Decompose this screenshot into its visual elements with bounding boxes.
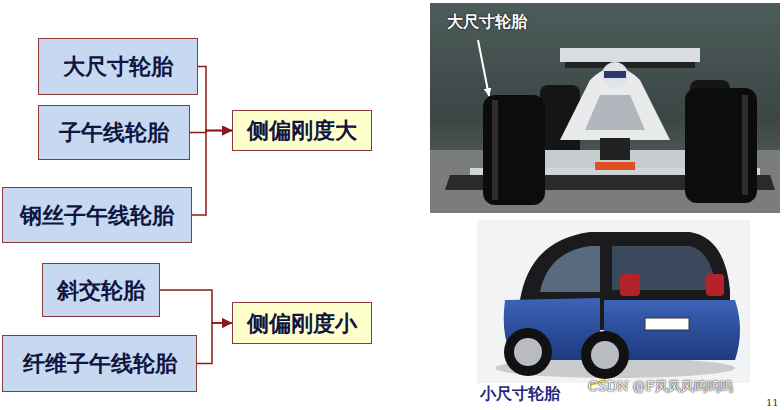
watermark: CSDN @F风风风呜呜呜 bbox=[588, 378, 733, 396]
page-number: 11 bbox=[766, 397, 779, 408]
box-text: 纤维子午线轮胎 bbox=[23, 350, 177, 376]
merge-connector bbox=[198, 67, 232, 131]
f1-car-photo bbox=[430, 3, 780, 213]
tire-type-box: 大尺寸轮胎 bbox=[38, 38, 198, 95]
photo-label: 大尺寸轮胎 bbox=[447, 12, 527, 33]
tire-type-box: 斜交轮胎 bbox=[42, 263, 160, 317]
box-text: 钢丝子午线轮胎 bbox=[20, 202, 174, 228]
tire-type-box: 纤维子午线轮胎 bbox=[2, 335, 197, 392]
box-text: 侧偏刚度小 bbox=[247, 310, 357, 336]
merge-connector bbox=[197, 323, 232, 364]
box-text: 侧偏刚度大 bbox=[247, 117, 357, 143]
result-box: 侧偏刚度小 bbox=[232, 302, 372, 344]
box-text: 子午线轮胎 bbox=[59, 119, 169, 145]
result-box: 侧偏刚度大 bbox=[232, 110, 372, 151]
box-text: 斜交轮胎 bbox=[57, 277, 145, 303]
photo-label: 小尺寸轮胎 bbox=[480, 384, 560, 405]
tire-type-box: 钢丝子午线轮胎 bbox=[2, 187, 192, 243]
merge-connector bbox=[160, 290, 232, 323]
tire-type-box: 子午线轮胎 bbox=[38, 105, 190, 160]
merge-connector bbox=[192, 131, 232, 216]
box-text: 大尺寸轮胎 bbox=[63, 53, 173, 79]
smart-car-photo bbox=[477, 220, 750, 385]
